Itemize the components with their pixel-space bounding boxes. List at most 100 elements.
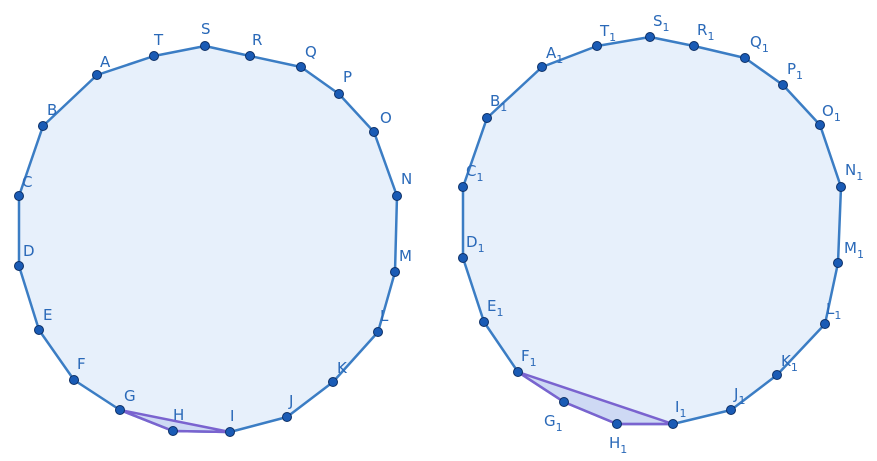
label-J1-letter: J xyxy=(733,385,738,403)
label-C1: C1 xyxy=(466,162,483,184)
point-P[interactable] xyxy=(334,89,344,99)
label-T1-subscript: 1 xyxy=(609,31,616,44)
point-I1[interactable] xyxy=(668,419,678,429)
label-A-letter: A xyxy=(100,53,111,71)
point-A[interactable] xyxy=(92,70,102,80)
label-I1-subscript: 1 xyxy=(679,407,686,420)
label-S1-subscript: 1 xyxy=(663,21,670,34)
label-M1: M1 xyxy=(844,239,864,261)
label-N1: N1 xyxy=(845,161,863,183)
point-P1[interactable] xyxy=(778,80,788,90)
label-F: F xyxy=(77,355,86,373)
point-H[interactable] xyxy=(168,426,178,436)
label-C1-letter: C xyxy=(466,162,476,180)
label-B1-letter: B xyxy=(490,92,500,110)
point-K[interactable] xyxy=(328,377,338,387)
label-R1-subscript: 1 xyxy=(707,30,714,43)
label-G-letter: G xyxy=(124,387,136,405)
point-R[interactable] xyxy=(245,51,255,61)
label-G1: G1 xyxy=(544,412,563,434)
label-P1: P1 xyxy=(787,60,803,82)
label-B-letter: B xyxy=(47,101,57,119)
label-P-letter: P xyxy=(343,68,352,86)
point-T1[interactable] xyxy=(592,41,602,51)
label-N1-subscript: 1 xyxy=(856,170,863,183)
label-E1-subscript: 1 xyxy=(496,306,503,319)
point-O1[interactable] xyxy=(815,120,825,130)
label-R-letter: R xyxy=(252,31,262,49)
label-S1-letter: S xyxy=(653,12,663,30)
point-G[interactable] xyxy=(115,405,125,415)
point-T[interactable] xyxy=(149,51,159,61)
label-D1: D1 xyxy=(466,233,485,255)
point-N[interactable] xyxy=(392,191,402,201)
point-H1[interactable] xyxy=(612,419,622,429)
label-I: I xyxy=(230,407,234,425)
point-E1[interactable] xyxy=(479,317,489,327)
point-O[interactable] xyxy=(369,127,379,137)
label-K1: K1 xyxy=(781,352,798,374)
point-B[interactable] xyxy=(38,121,48,131)
point-I[interactable] xyxy=(225,427,235,437)
label-K1-subscript: 1 xyxy=(791,361,798,374)
label-T-letter: T xyxy=(153,31,164,49)
point-Q[interactable] xyxy=(296,62,306,72)
label-E: E xyxy=(43,306,52,324)
label-D-letter: D xyxy=(23,242,35,260)
label-B1-subscript: 1 xyxy=(500,101,507,114)
point-E[interactable] xyxy=(34,325,44,335)
point-J1[interactable] xyxy=(726,405,736,415)
point-J[interactable] xyxy=(282,412,292,422)
point-D1[interactable] xyxy=(458,253,468,263)
label-E1: E1 xyxy=(487,297,503,319)
label-F1-letter: F xyxy=(521,347,530,365)
point-D[interactable] xyxy=(14,261,24,271)
point-G1[interactable] xyxy=(559,397,569,407)
point-L1[interactable] xyxy=(820,319,830,329)
label-K1-letter: K xyxy=(781,352,792,370)
point-F[interactable] xyxy=(69,375,79,385)
point-K1[interactable] xyxy=(772,370,782,380)
point-C[interactable] xyxy=(14,191,24,201)
point-S[interactable] xyxy=(200,41,210,51)
label-Q-letter: Q xyxy=(305,43,317,61)
point-S1[interactable] xyxy=(645,32,655,42)
label-N: N xyxy=(401,170,412,188)
label-C-letter: C xyxy=(22,173,32,191)
point-M[interactable] xyxy=(390,267,400,277)
label-T: T xyxy=(153,31,164,49)
label-K-letter: K xyxy=(337,359,348,377)
point-B1[interactable] xyxy=(482,113,492,123)
label-D: D xyxy=(23,242,35,260)
point-C1[interactable] xyxy=(458,182,468,192)
label-D1-letter: D xyxy=(466,233,478,251)
point-M1[interactable] xyxy=(833,258,843,268)
label-P1-subscript: 1 xyxy=(796,69,803,82)
point-F1[interactable] xyxy=(513,367,523,377)
point-L[interactable] xyxy=(373,327,383,337)
point-R1[interactable] xyxy=(689,41,699,51)
label-L1-subscript: 1 xyxy=(834,309,841,322)
label-H1: H1 xyxy=(609,434,627,456)
label-O-letter: O xyxy=(380,109,392,127)
label-L-letter: L xyxy=(380,307,389,325)
label-J1: J1 xyxy=(733,385,745,407)
label-O1: O1 xyxy=(822,102,841,124)
label-H1-letter: H xyxy=(609,434,620,452)
left-highlight-region xyxy=(118,408,232,434)
label-T1: T1 xyxy=(599,22,616,44)
label-E-letter: E xyxy=(43,306,52,324)
label-I-letter: I xyxy=(230,407,234,425)
point-Q1[interactable] xyxy=(740,53,750,63)
label-A: A xyxy=(100,53,111,71)
point-N1[interactable] xyxy=(836,182,846,192)
label-O1-subscript: 1 xyxy=(834,111,841,124)
label-F1-subscript: 1 xyxy=(530,356,537,369)
label-G1-letter: G xyxy=(544,412,556,430)
label-K: K xyxy=(337,359,348,377)
point-A1[interactable] xyxy=(537,62,547,72)
label-H-letter: H xyxy=(173,406,184,424)
label-J1-subscript: 1 xyxy=(738,394,745,407)
